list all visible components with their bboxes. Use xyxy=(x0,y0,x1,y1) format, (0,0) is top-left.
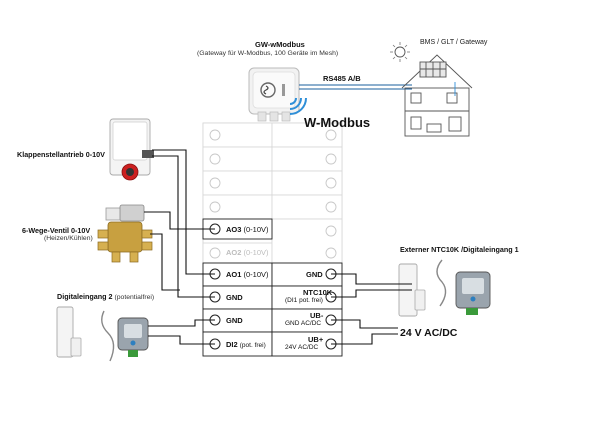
external-sensor-label: Externer NTC10K /Digitaleingang 1 xyxy=(400,245,519,254)
gateway-name: GW-wModbus xyxy=(255,40,305,49)
terminal-ub-minus-name: UB- xyxy=(310,311,324,320)
damper-actuator xyxy=(109,118,154,181)
digital-input-2-label: Digitaleingang 2 (potentialfrei) xyxy=(57,292,154,301)
terminal-ao2-spec: (0-10V) xyxy=(243,248,269,257)
terminal-ao3: AO3 (0-10V) xyxy=(226,225,269,234)
terminal-ao2: AO2 (0-10V) xyxy=(226,248,269,257)
six-way-valve xyxy=(97,204,153,263)
terminal-ao3-name: AO3 xyxy=(226,225,242,234)
terminal-ao1-name: AO1 xyxy=(226,270,242,279)
terminal-gnd-1: GND xyxy=(226,293,243,302)
terminal-gnd-2: GND xyxy=(226,316,243,325)
terminal-ao1: AO1 (0-10V) xyxy=(226,270,269,279)
terminal-di2-name: DI2 xyxy=(226,340,238,349)
digital-input-2-sublabel: (potentialfrei) xyxy=(114,294,155,301)
building-icon xyxy=(390,42,473,137)
terminal-gnd-right: GND xyxy=(306,270,323,279)
terminal-di2-spec: (pot. frei) xyxy=(239,342,266,349)
terminal-ub-plus-spec: 24V AC/DC xyxy=(285,344,319,351)
gateway-wifi-icon xyxy=(289,97,307,115)
digital-input-2-name: Digitaleingang 2 xyxy=(57,292,113,301)
terminal-ao3-spec: (0-10V) xyxy=(243,225,269,234)
external-ntc-module xyxy=(436,259,491,315)
terminal-ub-plus-name: UB+ xyxy=(308,335,324,344)
rs485-bus-lines xyxy=(299,84,412,90)
input-module-2 xyxy=(101,310,149,362)
power-label: 24 V AC/DC xyxy=(400,327,458,339)
terminal-ao2-name: AO2 xyxy=(226,248,242,257)
terminal-di2: DI2 (pot. frei) xyxy=(226,340,266,349)
terminal-ntc-spec: (DI1 pot. frei) xyxy=(285,297,323,304)
terminal-ao1-spec: (0-10V) xyxy=(243,270,269,279)
valve-label: 6-Wege-Ventil 0-10V xyxy=(22,226,91,235)
bms-label: BMS / GLT / Gateway xyxy=(420,39,488,46)
terminal-ntc-name: NTC10K xyxy=(303,288,333,297)
wires xyxy=(144,149,412,345)
bus-label: RS485 A/B xyxy=(323,74,361,83)
door-contact-2 xyxy=(56,306,82,358)
gateway-description: (Gateway für W-Modbus, 100 Geräte im Mes… xyxy=(197,50,339,57)
wireless-label: W-Modbus xyxy=(304,115,371,130)
damper-label: Klappenstellantrieb 0-10V xyxy=(17,150,105,159)
gateway-device xyxy=(248,67,300,122)
valve-sublabel: (Heizen/Kühlen) xyxy=(44,235,93,242)
terminal-block xyxy=(202,122,343,357)
terminal-ub-minus-spec: GND AC/DC xyxy=(285,320,322,327)
